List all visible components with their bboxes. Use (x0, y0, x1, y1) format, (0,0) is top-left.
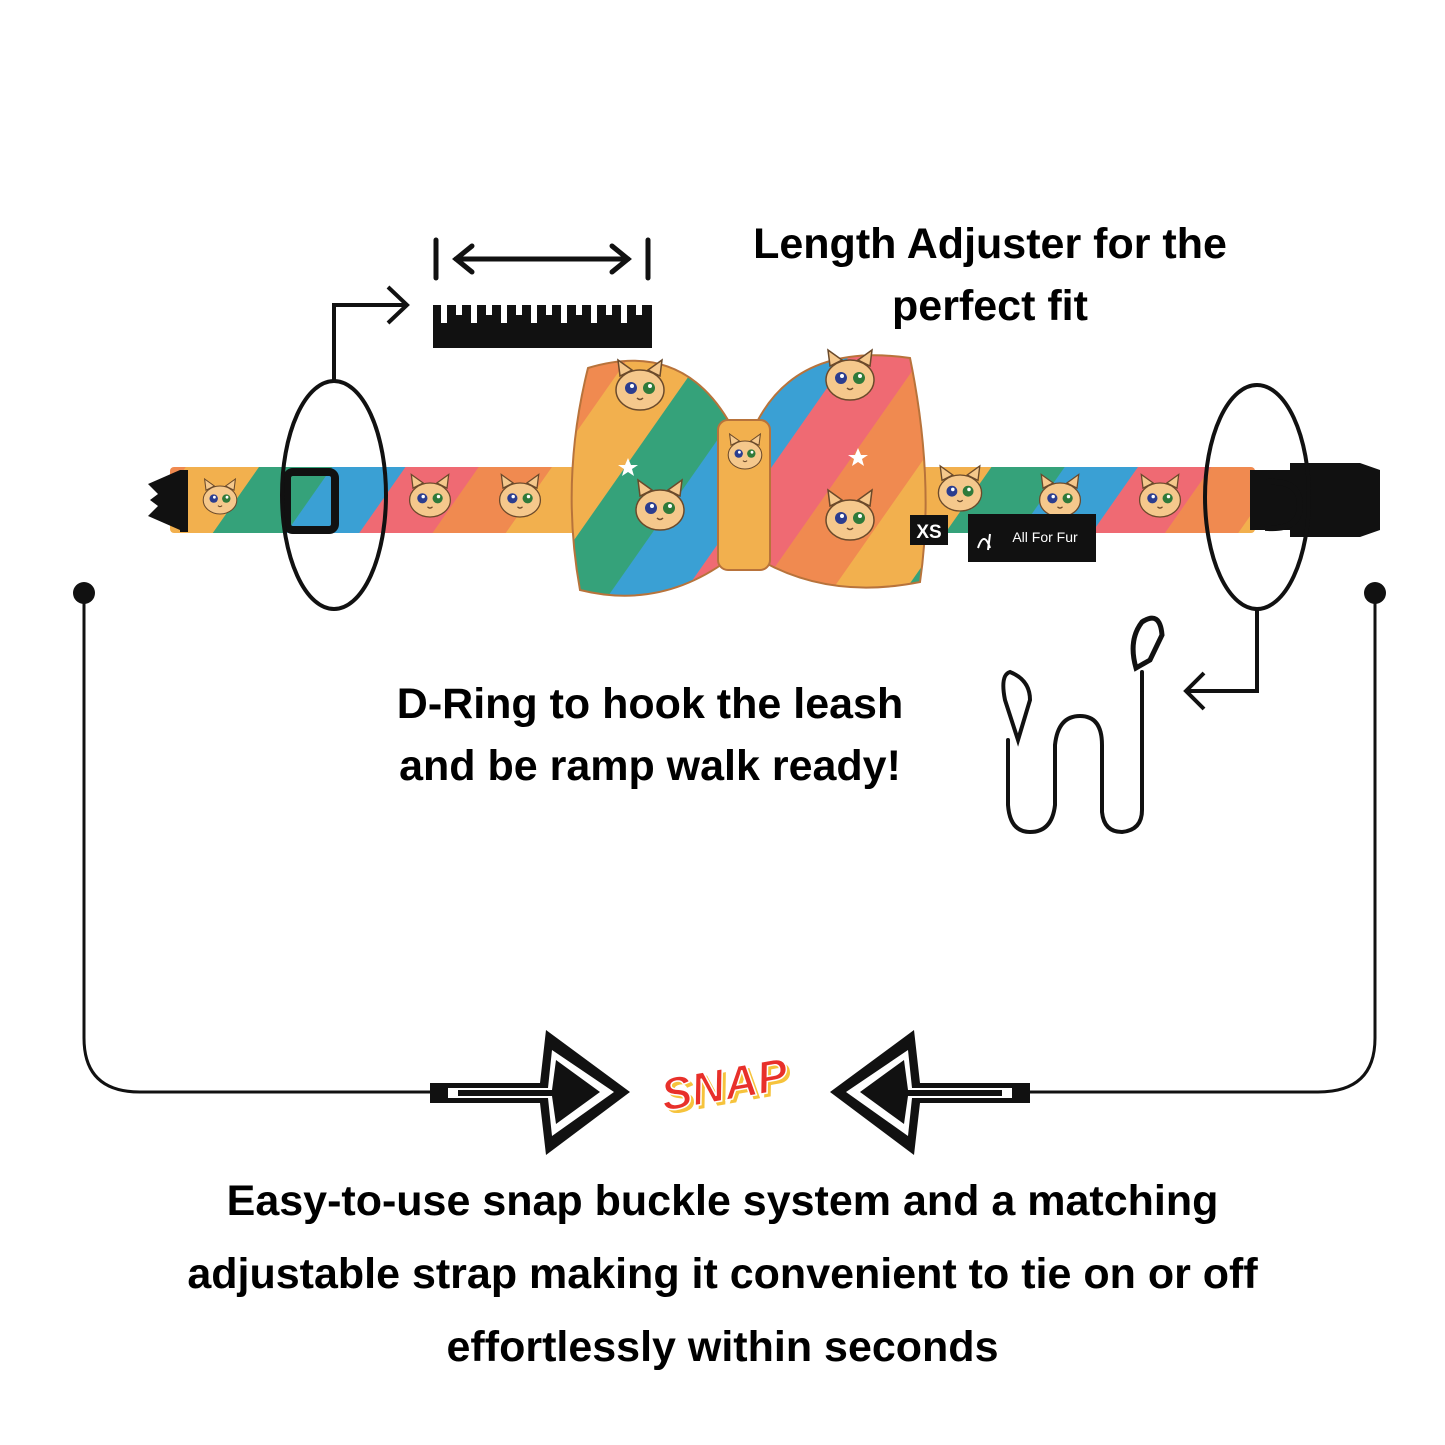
size-tag-label: XS (916, 522, 941, 543)
bent-arrow-icon (1183, 610, 1259, 711)
callout-line: D-Ring to hook the leash (396, 680, 904, 728)
snap-buckle-male (148, 470, 188, 532)
ruler-icon (433, 305, 652, 348)
snap-word: SNAP SNAP (656, 1047, 796, 1125)
big-arrow-icon (830, 1030, 1030, 1155)
snap-buckle-callout: Easy-to-use snap buckle system and a mat… (40, 1165, 1405, 1384)
d-ring-highlight-oval (1203, 383, 1311, 611)
callout-line: perfect fit (892, 282, 1088, 330)
callout-line: and be ramp walk ready! (399, 742, 901, 790)
d-ring-callout: D-Ring to hook the leash and be ramp wal… (300, 673, 1000, 797)
callout-line: Easy-to-use snap buckle system and a mat… (226, 1177, 1219, 1225)
size-tag: XS (910, 515, 948, 545)
bent-arrow-icon (332, 285, 410, 382)
length-slider (283, 468, 339, 534)
svg-text:SNAP: SNAP (657, 1047, 792, 1120)
callout-line: Length Adjuster for the (753, 220, 1227, 268)
connector-line-left (82, 593, 430, 1094)
double-arrow-icon (433, 237, 651, 281)
leash-icon (1001, 615, 1165, 835)
connector-line-right (1030, 593, 1377, 1094)
bow-tie (570, 349, 927, 597)
brand-tag-label: All For Fur (1012, 529, 1078, 545)
brand-tag: All For Fur (968, 514, 1096, 562)
callout-line: effortlessly within seconds (446, 1323, 999, 1371)
big-arrow-icon (430, 1030, 630, 1155)
callout-line: adjustable strap making it convenient to… (187, 1250, 1258, 1298)
length-adjuster-callout: Length Adjuster for the perfect fit (690, 213, 1290, 337)
d-ring (1265, 478, 1304, 532)
pet-logo-icon (977, 533, 991, 551)
adjuster-highlight-oval (280, 379, 388, 611)
